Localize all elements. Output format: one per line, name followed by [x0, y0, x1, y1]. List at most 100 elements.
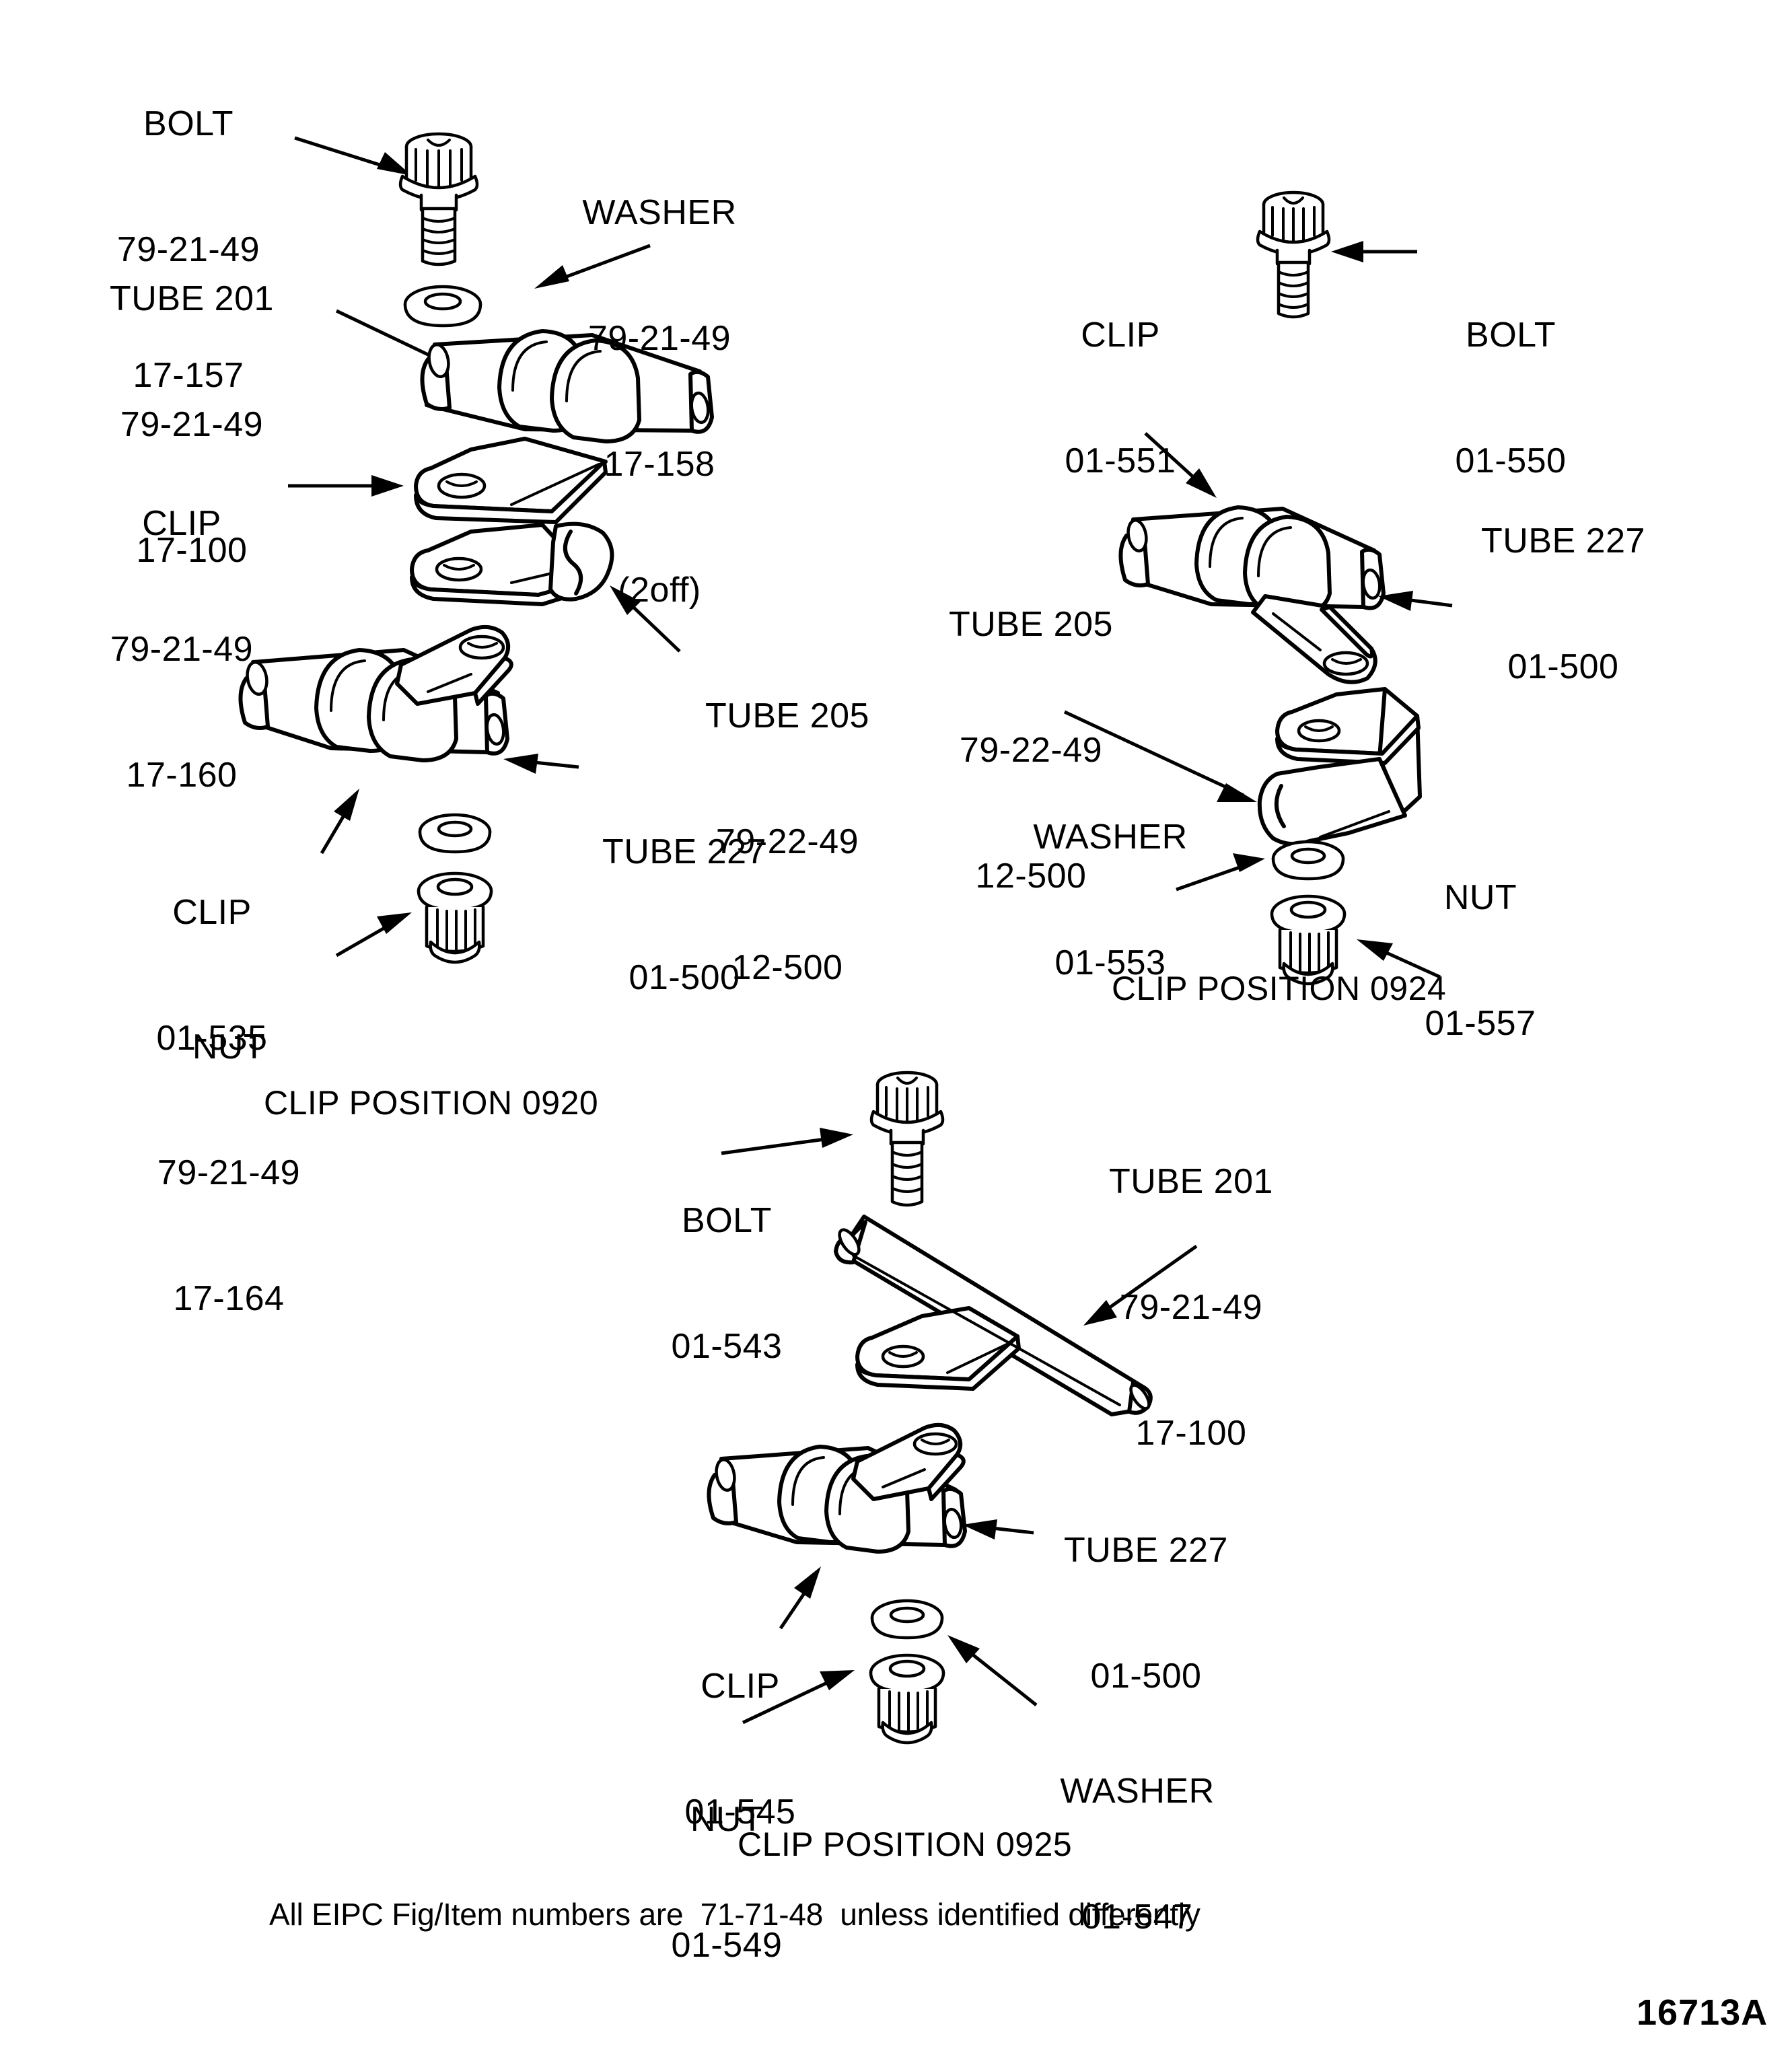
- leader-bolt-0925: [721, 1128, 853, 1155]
- label-line-1: 79-21-49: [120, 404, 264, 444]
- leader-washer-0924: [1176, 853, 1265, 892]
- label-line-3: (2off): [618, 571, 701, 610]
- label-tube227-0920: TUBE 227 01-500: [580, 747, 789, 1083]
- leader-nut-0925: [742, 1670, 855, 1725]
- label-line-2: 17-100: [136, 531, 248, 571]
- label-line-1: 01-549: [671, 1925, 783, 1965]
- washer-icon-0925: [870, 1599, 944, 1640]
- tube201-clip-assembly-0920: [414, 329, 714, 524]
- bolt-icon-0925: [869, 1071, 945, 1207]
- label-tube205-0920: TUBE 205 79-22-49 12-500: [673, 611, 902, 1073]
- label-line-2: 17-100: [1135, 1414, 1247, 1453]
- leader-tube227-0920: [503, 754, 579, 774]
- label-line-1: 79-21-49: [587, 318, 731, 358]
- label-line-1: 79-22-49: [959, 730, 1103, 770]
- label-line-1: 79-22-49: [715, 822, 859, 861]
- sheet-number: 16713A: [1637, 1992, 1768, 2033]
- label-line-2: 17-157: [133, 356, 244, 396]
- label-line-1: 79-21-49: [110, 629, 254, 669]
- leader-bolt-0924: [1331, 241, 1417, 262]
- label-line-1: 01-557: [1425, 1003, 1536, 1043]
- label-line-1: 01-543: [671, 1326, 783, 1366]
- label-name: CLIP: [701, 1666, 780, 1706]
- bolt-icon-0924: [1256, 190, 1331, 319]
- leader-tube227-0924: [1378, 591, 1453, 611]
- label-name: BOLT: [1466, 315, 1556, 355]
- caption-clip-position-0920: CLIP POSITION 0920: [264, 1084, 599, 1122]
- leader-tube205-0924: [1063, 710, 1257, 802]
- tube227-clip-assembly-0925: [707, 1422, 967, 1554]
- label-bolt-0925: BOLT 01-543: [633, 1116, 821, 1451]
- label-tube201-0920: TUBE 201 79-21-49 17-100: [81, 194, 303, 655]
- label-name: WASHER: [582, 192, 737, 232]
- label-line-2: 17-160: [126, 756, 238, 795]
- label-clip-0924: CLIP 01-551: [1030, 230, 1211, 566]
- bolt-icon-0920: [398, 132, 479, 266]
- nut-icon-0924: [1270, 894, 1347, 986]
- label-name: TUBE 205: [705, 696, 869, 735]
- tube201-icon-0925: [834, 1215, 1153, 1416]
- label-line-1: 01-500: [629, 957, 740, 997]
- leader-nut-0924: [1357, 939, 1441, 979]
- leader-clip-0924: [1144, 432, 1217, 498]
- label-name: CLIP: [1081, 315, 1160, 355]
- label-name: NUT: [690, 1799, 764, 1839]
- label-tube205-0924: TUBE 205 79-22-49 12-500: [917, 519, 1145, 981]
- label-line-1: 01-545: [684, 1792, 796, 1832]
- nut-icon-0925: [869, 1653, 945, 1745]
- label-tube227-0924: TUBE 227 01-500: [1452, 436, 1674, 772]
- leader-washer-0920: [534, 244, 651, 289]
- leader-clip535-0920: [320, 789, 359, 855]
- label-line-1: 01-535: [156, 1018, 268, 1058]
- label-name: TUBE 205: [949, 604, 1113, 644]
- tube227-clip-assembly-0924: [1118, 505, 1386, 684]
- label-line-2: 12-500: [731, 948, 843, 988]
- caption-clip-position-0925: CLIP POSITION 0925: [738, 1825, 1073, 1863]
- label-line-1: 79-21-49: [1119, 1287, 1263, 1327]
- tube205-clip-icon-0920: [410, 521, 614, 606]
- label-name: NUT: [192, 1027, 266, 1066]
- label-clip535-0920: CLIP 01-535: [114, 807, 310, 1143]
- label-bolt-0920: BOLT 79-21-49 17-157: [81, 19, 296, 480]
- label-tube227-0925: TUBE 227 01-500: [1035, 1445, 1257, 1781]
- leader-tube201-0925: [1083, 1244, 1198, 1326]
- label-name: NUT: [1443, 877, 1517, 917]
- label-name: TUBE 227: [1064, 1530, 1228, 1570]
- label-line-1: 01-551: [1065, 441, 1176, 480]
- tube227-clip-assembly-0920: [238, 624, 513, 762]
- label-name: CLIP: [142, 503, 221, 543]
- label-washer-0924: WASHER 01-553: [1003, 732, 1218, 1068]
- label-clip-0925: CLIP 01-545: [646, 1581, 834, 1917]
- caption-clip-position-0924: CLIP POSITION 0924: [1112, 970, 1447, 1007]
- label-name: TUBE 227: [602, 832, 766, 871]
- label-nut-0924: NUT 01-557: [1386, 793, 1575, 1128]
- label-line-1: 79-21-49: [116, 229, 260, 269]
- label-line-2: 17-164: [173, 1279, 285, 1319]
- label-nut-0925: NUT 01-549: [633, 1714, 821, 2050]
- label-clip-0920: CLIP 79-21-49 17-160: [74, 419, 289, 880]
- footnote-eipc: All EIPC Fig/Item numbers are 71-71-48 u…: [269, 1897, 1200, 1932]
- leader-clip-0920: [288, 475, 404, 497]
- label-name: WASHER: [1033, 817, 1188, 857]
- leader-bolt-0920: [294, 136, 412, 176]
- label-line-1: 01-500: [1507, 647, 1619, 686]
- nut-icon-0920: [417, 871, 493, 964]
- label-name: TUBE 201: [110, 279, 274, 318]
- tube205-clip-icon-0924: [1257, 687, 1422, 846]
- washer-icon-0924: [1271, 840, 1345, 881]
- label-tube201-0925: TUBE 201 79-21-49 17-100: [1077, 1077, 1305, 1538]
- label-line-1: 01-550: [1455, 441, 1567, 480]
- leader-tube205-0920: [610, 585, 681, 653]
- label-washer-0925: WASHER 01-547: [1030, 1686, 1245, 2022]
- leader-tube227-0925: [962, 1519, 1034, 1540]
- leader-nut-0920: [335, 912, 412, 957]
- label-name: BOLT: [143, 104, 234, 143]
- label-line-1: 01-547: [1081, 1897, 1193, 1937]
- label-name: WASHER: [1060, 1771, 1215, 1811]
- label-name: TUBE 227: [1481, 521, 1645, 561]
- label-line-1: 79-21-49: [157, 1153, 301, 1192]
- label-washer-0920: WASHER 79-21-49 17-158 (2off): [552, 108, 767, 695]
- label-name: BOLT: [682, 1200, 772, 1240]
- label-bolt-0924: BOLT 01-550: [1420, 230, 1602, 566]
